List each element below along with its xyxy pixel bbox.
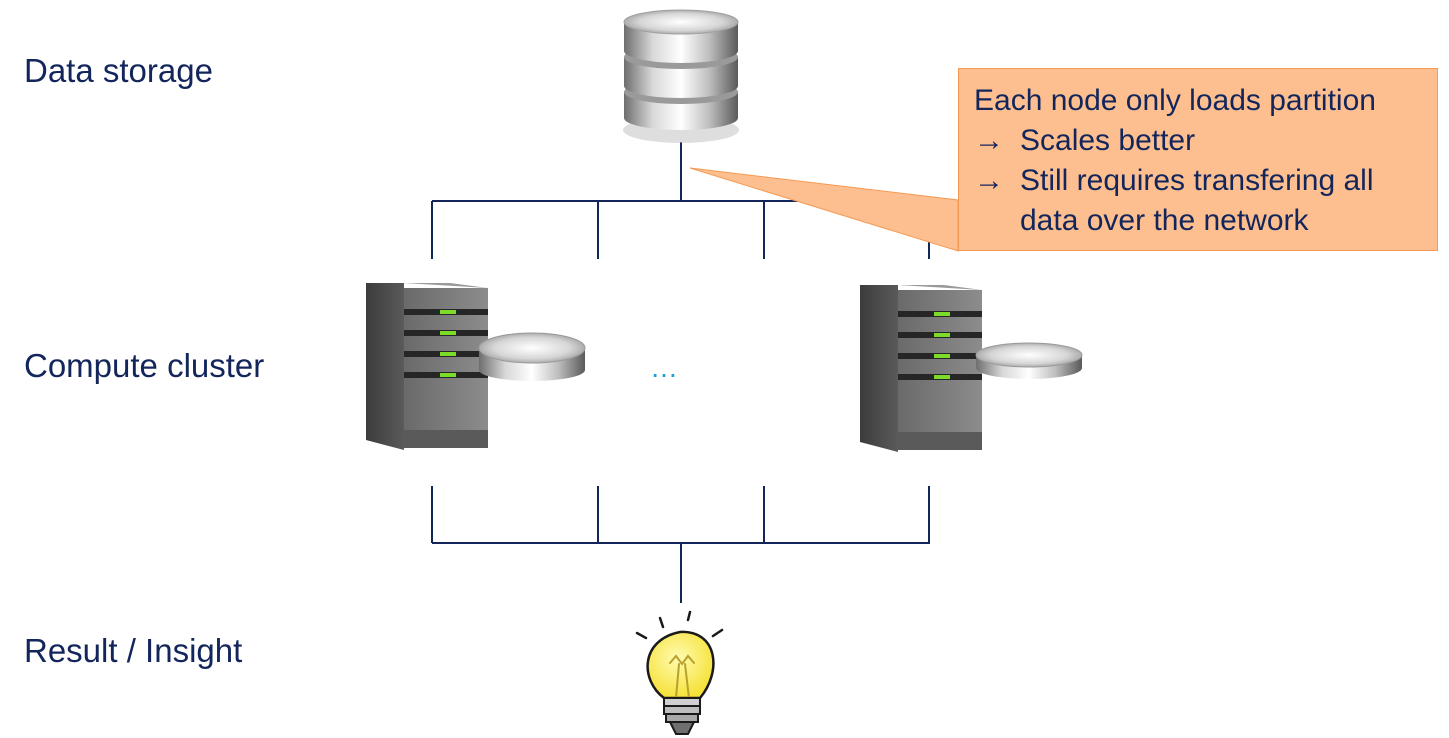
callout-line-2-text: Scales better (1020, 124, 1196, 157)
result-insight-label: Result / Insight (24, 632, 243, 669)
callout-line-2: → Scales better (974, 121, 1437, 161)
server-icon (366, 283, 488, 450)
callout-line-1: Each node only loads partition (974, 84, 1376, 117)
callout-box: Each node only loads partition → Scales b… (958, 68, 1438, 251)
callout-line-3-text: Still requires transfering all (1020, 164, 1374, 197)
lightbulb-icon (635, 610, 724, 735)
arrow-icon: → (974, 124, 1004, 157)
server-icon (860, 285, 982, 452)
data-storage-label: Data storage (24, 52, 213, 89)
callout-line-4: data over the network (1020, 204, 1309, 237)
arrow-icon: → (974, 164, 1004, 197)
disk-icon (975, 342, 1083, 379)
more-nodes-ellipsis: … (650, 352, 678, 383)
disk-icon (478, 332, 586, 381)
callout-pointer (689, 167, 959, 252)
database-icon (623, 9, 739, 143)
compute-cluster-label: Compute cluster (24, 347, 265, 384)
callout-line-3: → Still requires transfering all (974, 161, 1437, 201)
